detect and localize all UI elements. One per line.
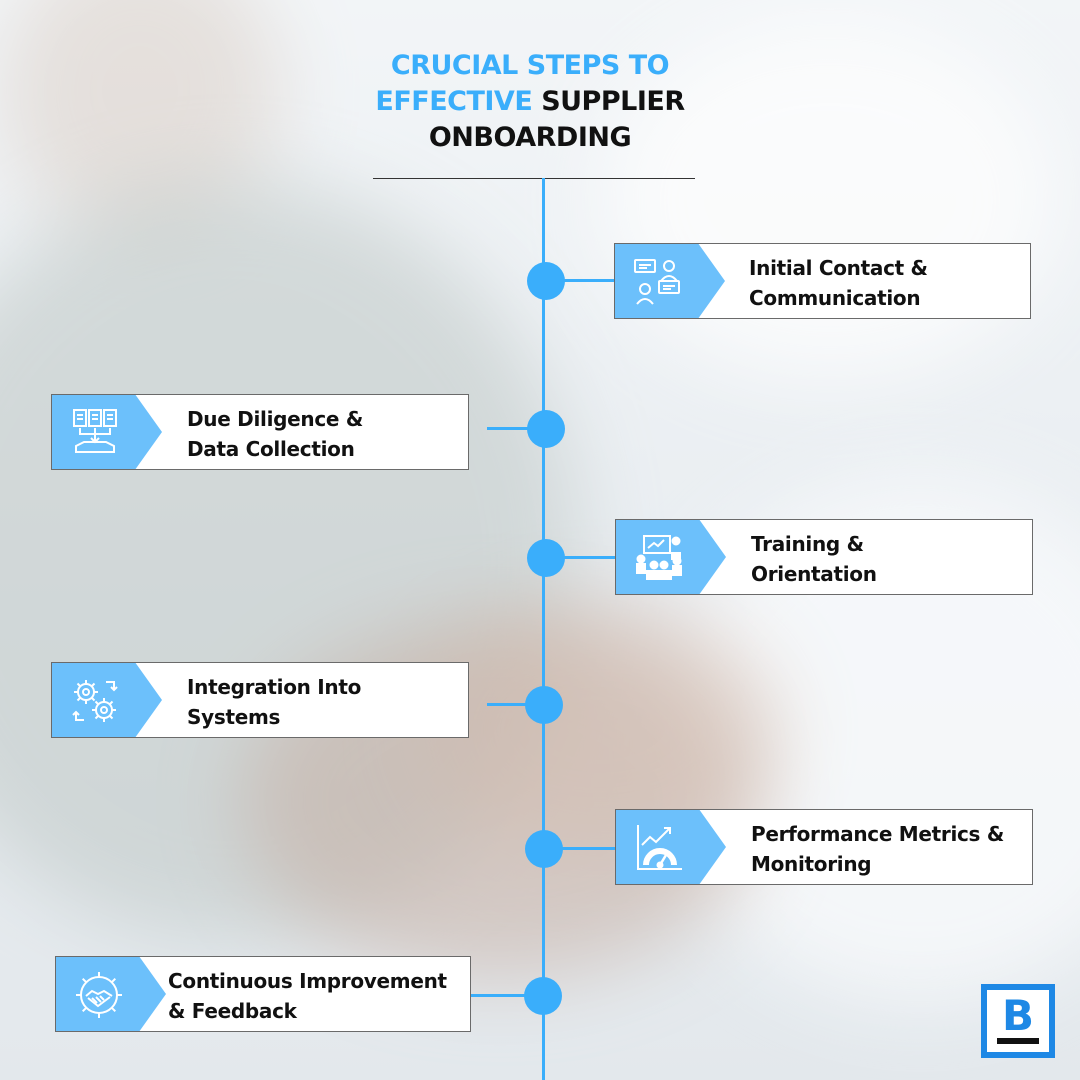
- connector-step-6: [469, 994, 545, 997]
- page-title: CRUCIAL STEPS TO EFFECTIVE SUPPLIER ONBO…: [300, 48, 760, 156]
- connector-step-3: [560, 556, 616, 559]
- step-card-4: Integration Into Systems: [51, 662, 469, 738]
- title-line2-accent: EFFECTIVE: [375, 86, 533, 117]
- background-window: [600, 20, 1060, 380]
- handshake-gear-icon: [76, 972, 122, 1018]
- documents-collection-icon: [73, 409, 117, 453]
- step-card-3: Training & Orientation: [615, 519, 1033, 595]
- step-card-1: Initial Contact & Communication: [614, 243, 1031, 319]
- step-label-6: Continuous Improvement & Feedback: [168, 969, 447, 1023]
- step-label-2: Due Diligence & Data Collection: [187, 407, 363, 461]
- gears-integration-icon: [72, 680, 118, 722]
- connector-step-4: [487, 703, 545, 706]
- step-card-6: Continuous Improvement & Feedback: [55, 956, 471, 1032]
- title-line3: ONBOARDING: [428, 122, 632, 153]
- timeline-node-6: [524, 977, 562, 1015]
- timeline-line: [542, 178, 545, 1080]
- step-card-5: Performance Metrics & Monitoring: [615, 809, 1033, 885]
- step-label-3: Training & Orientation: [751, 532, 877, 586]
- step-card-2: Due Diligence & Data Collection: [51, 394, 469, 470]
- timeline-node-5: [525, 830, 563, 868]
- performance-gauge-icon: [637, 825, 682, 870]
- connector-step-1: [560, 279, 616, 282]
- brand-logo: B: [981, 984, 1055, 1058]
- brand-logo-letter: B: [1001, 991, 1034, 1040]
- connector-step-5: [560, 847, 616, 850]
- training-presentation-icon: [636, 535, 682, 580]
- title-line1: CRUCIAL STEPS TO: [390, 50, 670, 81]
- title-line2: SUPPLIER: [541, 86, 685, 117]
- connector-step-2: [487, 427, 545, 430]
- step-label-4: Integration Into Systems: [187, 675, 362, 729]
- step-label-5: Performance Metrics & Monitoring: [751, 822, 1004, 876]
- timeline-node-1: [527, 262, 565, 300]
- timeline-node-2: [527, 410, 565, 448]
- communication-icon: [634, 259, 680, 305]
- title-divider: [373, 178, 695, 179]
- step-label-1: Initial Contact & Communication: [749, 256, 928, 310]
- timeline-node-3: [527, 539, 565, 577]
- timeline-node-4: [525, 686, 563, 724]
